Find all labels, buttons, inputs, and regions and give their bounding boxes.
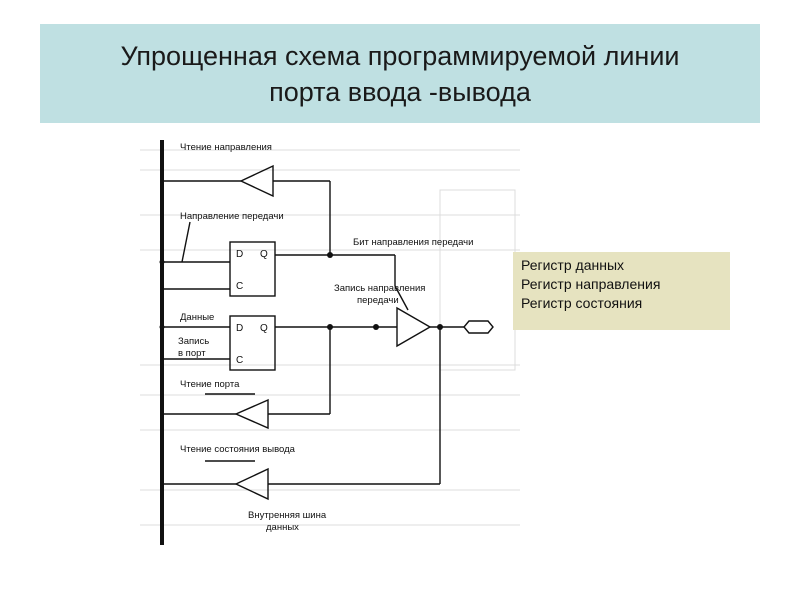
- ff1-c-label: C: [236, 281, 243, 292]
- label-data: Данные: [180, 312, 214, 323]
- read-pin-state-buffer: [234, 467, 269, 501]
- label-read-port: Чтение порта: [180, 379, 240, 390]
- ff1-d-label: D: [236, 249, 243, 260]
- read-port-buffer: [234, 398, 269, 430]
- label-read-direction: Чтение направления: [180, 142, 272, 153]
- slide-title-line-2: порта ввода -вывода: [269, 76, 531, 107]
- ff2-q-label: Q: [260, 323, 268, 334]
- label-internal-bus-2: данных: [266, 522, 299, 533]
- label-internal-bus-1: Внутренняя шина: [248, 510, 327, 521]
- ff2-d-label: D: [236, 323, 243, 334]
- label-transfer-direction: Направление передачи: [180, 211, 284, 222]
- legend-item-state-register: Регистр состояния: [521, 295, 643, 311]
- title-banner: Упрощенная схема программируемой линии п…: [40, 24, 760, 123]
- data-register: [229, 315, 276, 371]
- slide-title-line-1: Упрощенная схема программируемой линии: [120, 40, 680, 71]
- label-write-port-1: Запись: [178, 336, 209, 347]
- register-legend: Регистр данных Регистр направления Регис…: [513, 252, 730, 330]
- slide-title: Упрощенная схема программируемой линии п…: [100, 38, 699, 110]
- legend-item-data-register: Регистр данных: [521, 257, 625, 273]
- label-write-direction-2: передачи: [357, 295, 399, 306]
- label-write-port-2: в порт: [178, 348, 206, 359]
- output-buffer: [396, 306, 432, 348]
- label-write-direction-1: Запись направления: [334, 283, 425, 294]
- port-pin: [463, 320, 494, 334]
- label-read-pin-state: Чтение состояния вывода: [180, 444, 296, 455]
- direction-register: [229, 241, 276, 297]
- label-direction-bit: Бит направления передачи: [353, 237, 473, 248]
- ff1-q-label: Q: [260, 249, 268, 260]
- junction-dots: [159, 252, 443, 330]
- ff2-c-label: C: [236, 355, 243, 366]
- legend-item-direction-register: Регистр направления: [521, 276, 661, 292]
